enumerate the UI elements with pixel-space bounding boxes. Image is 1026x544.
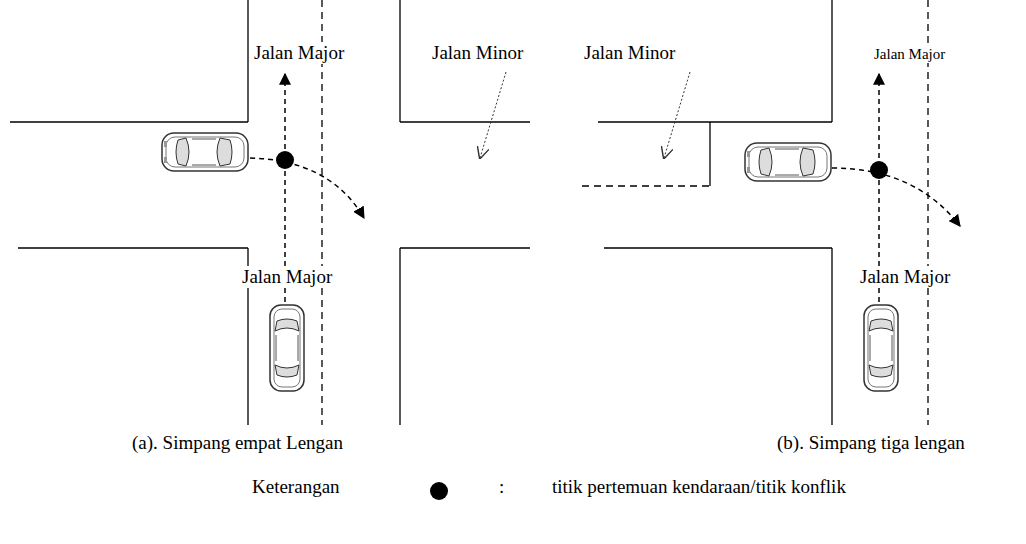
figure-caption: (b). Simpang tiga lengan xyxy=(775,432,967,454)
road-label: Jalan Major xyxy=(872,46,947,63)
leader-arrows xyxy=(480,72,690,158)
figure-caption: (a). Simpang empat Lengan xyxy=(130,432,345,454)
road-label: Jalan Minor xyxy=(582,42,677,64)
road-edges xyxy=(10,0,832,425)
conflict-points xyxy=(276,151,888,179)
legend-separator: : xyxy=(497,476,506,498)
legend-dot xyxy=(430,482,448,500)
road-label: Jalan Major xyxy=(252,42,346,64)
vehicles xyxy=(162,133,898,391)
road-label: Jalan Major xyxy=(240,266,334,288)
center-lines xyxy=(322,0,928,425)
vehicle-paths xyxy=(250,74,960,302)
road-label: Jalan Minor xyxy=(430,42,525,64)
road-label: Jalan Major xyxy=(858,266,952,288)
legend-heading: Keterangan xyxy=(250,476,342,498)
legend-text: titik pertemuan kendaraan/titik konflik xyxy=(550,476,848,498)
